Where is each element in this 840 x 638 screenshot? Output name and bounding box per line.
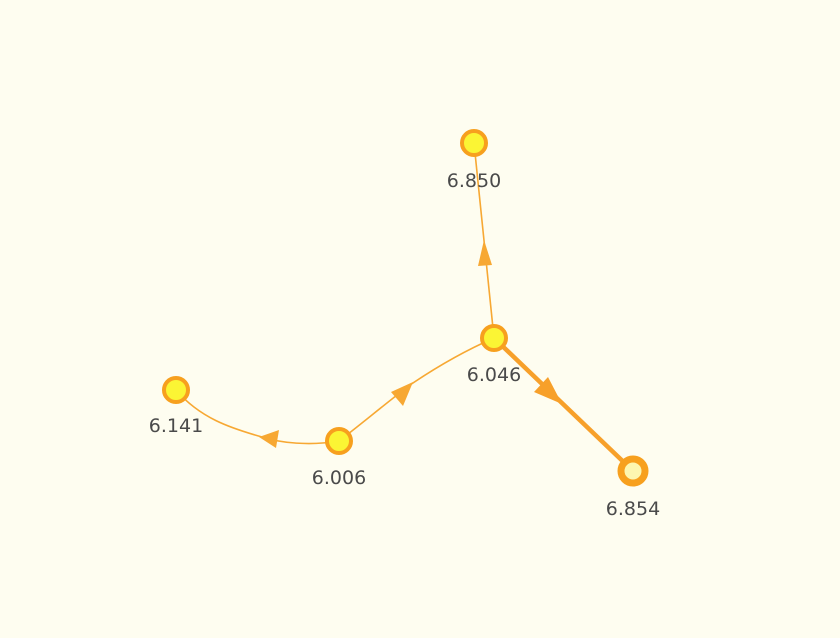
edges-layer — [175, 142, 635, 473]
node-6046-circle — [480, 324, 508, 352]
node-6850-circle — [460, 129, 488, 157]
node-6141-circle — [162, 376, 190, 404]
node-6854[interactable]: 6.854 — [606, 455, 660, 520]
edge-6006-to-6046 — [338, 337, 495, 442]
edge-6046-to-6854 — [492, 336, 635, 473]
node-6006[interactable]: 6.006 — [312, 427, 366, 489]
node-6046-label: 6.046 — [467, 364, 521, 386]
edge-6046-to-6850-arrow — [478, 240, 492, 266]
node-6850[interactable]: 6.850 — [447, 129, 501, 192]
node-6854-label: 6.854 — [606, 498, 660, 520]
node-6046[interactable]: 6.046 — [467, 324, 521, 386]
node-6141-label: 6.141 — [149, 415, 203, 437]
node-6006-circle — [325, 427, 353, 455]
node-6006-label: 6.006 — [312, 467, 366, 489]
nodes-layer: 6.141 6.006 6.046 6.850 6.854 — [149, 129, 660, 520]
edge-6046-to-6854-arrow — [534, 377, 562, 404]
node-6141[interactable]: 6.141 — [149, 376, 203, 437]
node-6850-label: 6.850 — [447, 170, 501, 192]
edge-6006-to-6046-arrow — [391, 382, 413, 406]
node-6854-circle — [617, 455, 649, 487]
edge-6006-to-6141-arrow — [259, 430, 279, 448]
